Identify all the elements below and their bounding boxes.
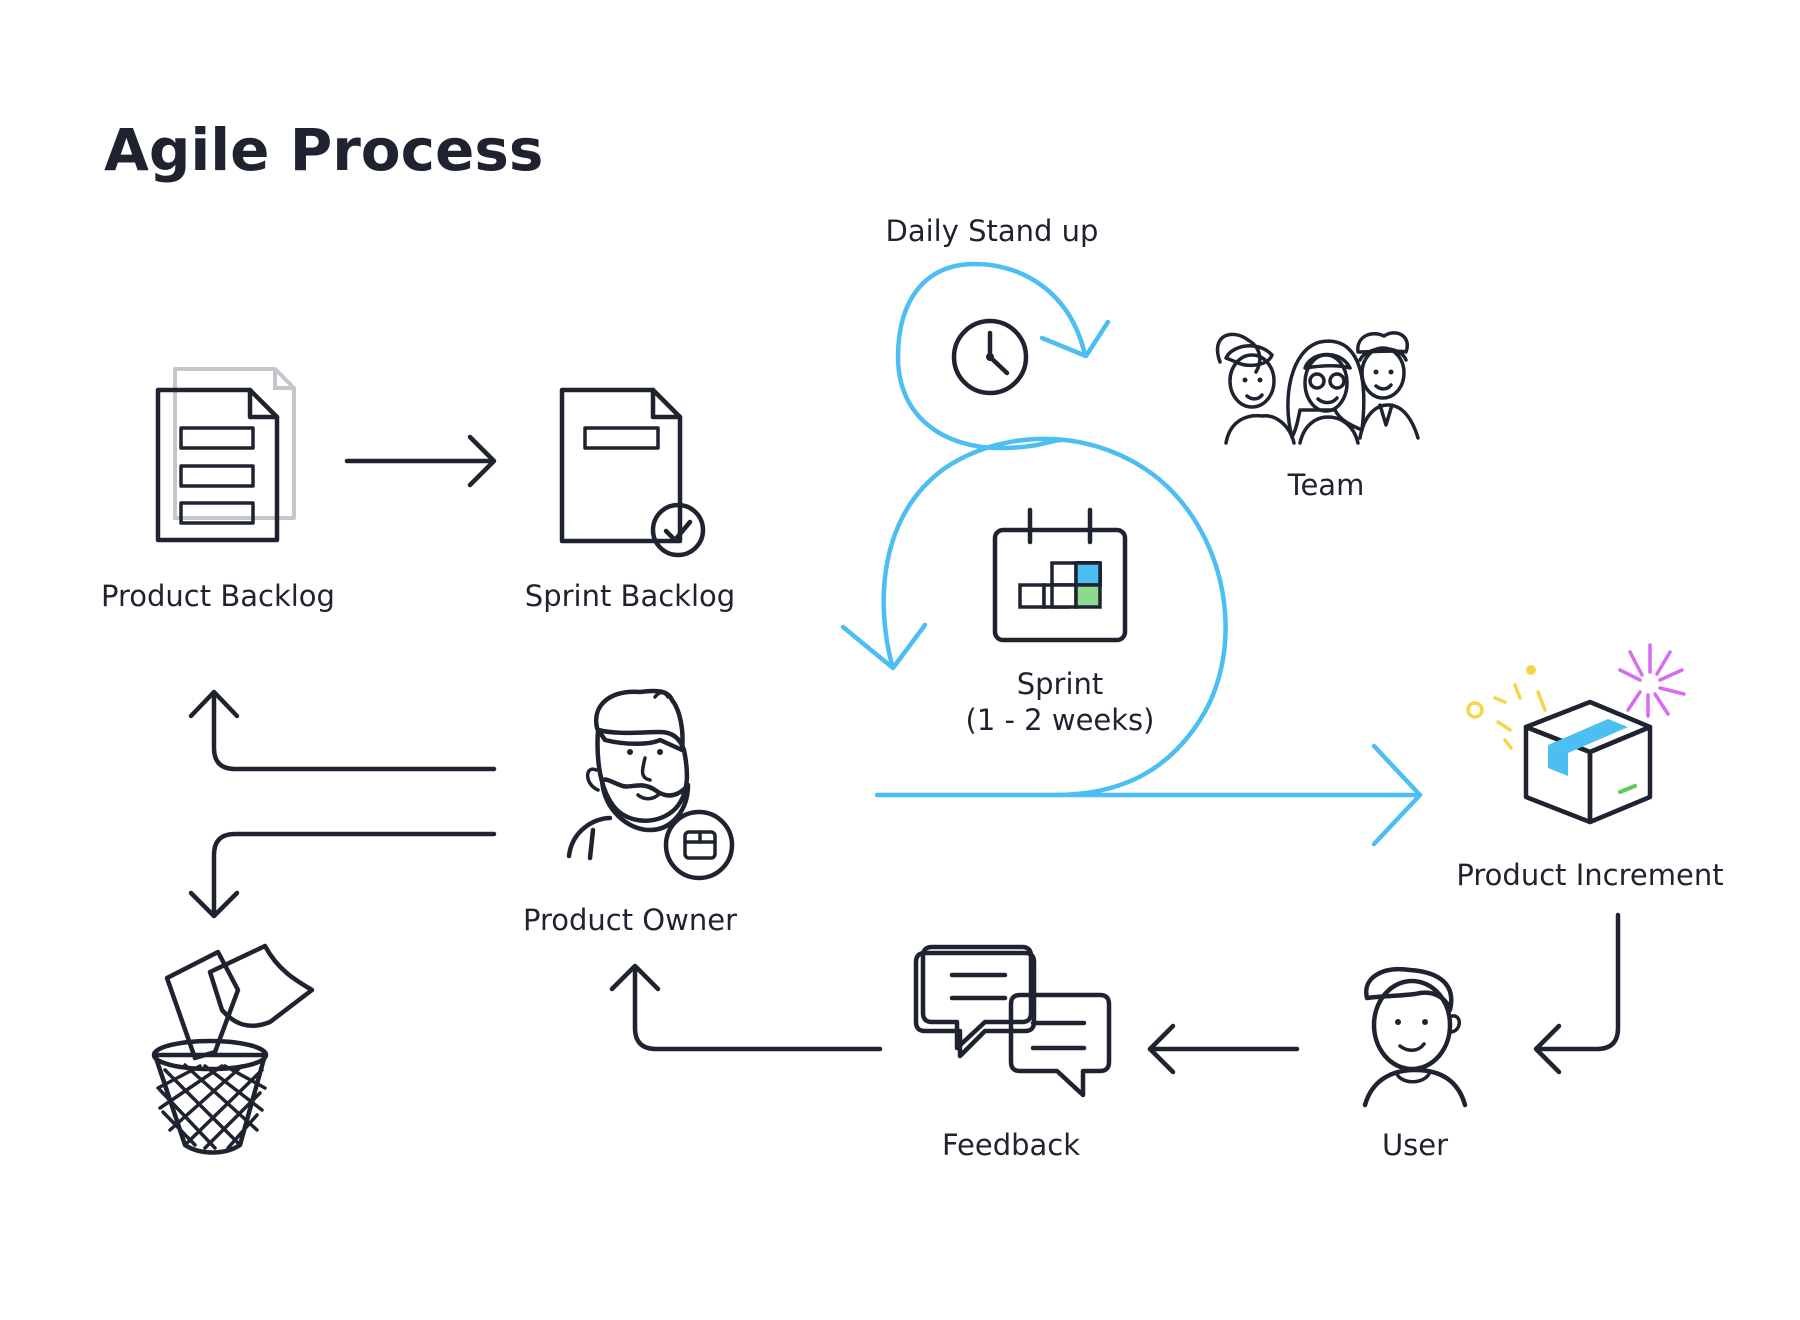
daily-standup-loop bbox=[895, 261, 1111, 451]
arrow-user-to-feedback bbox=[1147, 1023, 1300, 1075]
document-check-icon bbox=[559, 387, 706, 558]
clock-icon bbox=[951, 318, 1029, 396]
chat-bubbles-icon bbox=[913, 944, 1112, 1098]
daily-standup-label: Daily Stand up bbox=[886, 214, 1099, 248]
arrow-backlog-to-sprint bbox=[344, 434, 497, 488]
arrow-owner-to-trash bbox=[188, 831, 497, 919]
team-icon bbox=[1215, 331, 1420, 445]
product-owner-icon bbox=[566, 688, 735, 881]
user-label: User bbox=[1382, 1128, 1448, 1162]
box-icon bbox=[1523, 699, 1653, 825]
product-increment-label: Product Increment bbox=[1456, 858, 1723, 892]
trash-basket-icon bbox=[151, 943, 315, 1155]
sprint-duration-label: (1 - 2 weeks) bbox=[966, 703, 1155, 737]
user-icon bbox=[1362, 967, 1468, 1108]
product-backlog-label: Product Backlog bbox=[101, 579, 335, 613]
arrow-increment-to-user bbox=[1533, 912, 1621, 1075]
documents-icon bbox=[155, 367, 296, 543]
sprint-backlog-label: Sprint Backlog bbox=[525, 579, 735, 613]
page-title: Agile Process bbox=[104, 116, 543, 184]
arrow-feedback-to-owner bbox=[609, 963, 883, 1052]
sparkle-left-icon bbox=[1466, 665, 1547, 750]
feedback-label: Feedback bbox=[942, 1128, 1080, 1162]
calendar-icon bbox=[992, 507, 1128, 643]
sprint-loop bbox=[840, 436, 1423, 847]
sparkle-right-icon bbox=[1618, 643, 1686, 718]
sprint-label: Sprint bbox=[1017, 667, 1104, 701]
arrow-owner-to-backlog bbox=[188, 689, 497, 772]
product-owner-label: Product Owner bbox=[523, 903, 737, 937]
team-label: Team bbox=[1287, 468, 1365, 502]
